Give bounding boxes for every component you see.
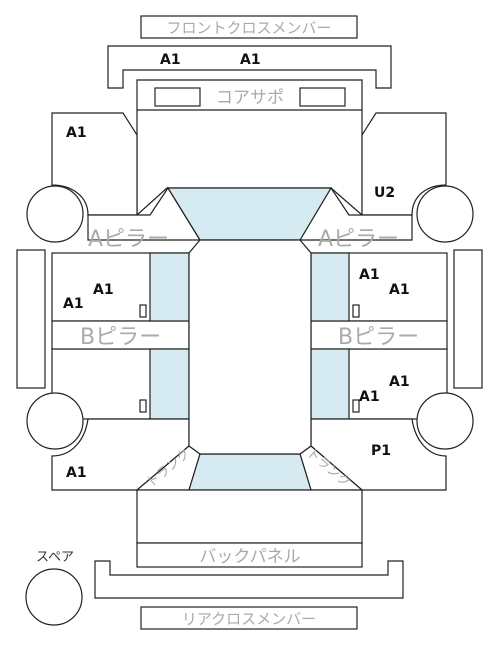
core-support-label: コアサポ: [216, 88, 284, 108]
roof[interactable]: [188, 239, 312, 455]
left-headlight[interactable]: [154, 87, 201, 107]
b-pillar-left-label: Bピラー: [80, 325, 161, 350]
right-headlight[interactable]: [299, 87, 346, 107]
spare-tire[interactable]: [25, 568, 83, 626]
front-member-code-left: A1: [160, 52, 181, 68]
rear-wheel-right[interactable]: [416, 392, 474, 450]
front-door-left-code-1: A1: [93, 282, 114, 298]
b-pillar-right[interactable]: Bピラー: [310, 320, 448, 350]
b-pillar-right-label: Bピラー: [338, 325, 419, 350]
front-fender-right-code: U2: [374, 185, 395, 201]
door-handle-front-right: [352, 304, 360, 318]
rear-window[interactable]: [188, 453, 312, 491]
front-door-right-code-2: A1: [389, 282, 410, 298]
front-window-right[interactable]: [310, 252, 350, 322]
side-sill-left[interactable]: [16, 249, 46, 389]
front-door-right-code-1: A1: [359, 267, 380, 283]
rear-fender-left-code: A1: [66, 465, 87, 481]
front-fender-left[interactable]: [51, 112, 138, 216]
front-cross-member-label: フロントクロスメンバー: [166, 19, 331, 37]
a-pillar-left-label: Aピラー: [88, 227, 169, 252]
rear-cross-member-label: リアクロスメンバー: [182, 610, 316, 628]
door-handle-rear-right: [352, 399, 360, 413]
front-window-left[interactable]: [149, 252, 190, 322]
rear-door-right-code-2: A1: [359, 389, 380, 405]
front-fender-left-code: A1: [66, 125, 87, 141]
side-sill-right[interactable]: [453, 249, 483, 389]
front-wheel-left[interactable]: [26, 185, 84, 243]
rear-window-right[interactable]: [310, 348, 350, 420]
rear-member[interactable]: [94, 560, 404, 599]
trunk-lid[interactable]: [136, 489, 363, 544]
front-member[interactable]: [107, 45, 392, 89]
rear-fender-right[interactable]: [310, 418, 447, 491]
back-panel[interactable]: バックパネル: [136, 542, 363, 568]
back-panel-label: バックパネル: [199, 547, 300, 567]
rear-cross-member-box[interactable]: リアクロスメンバー: [140, 606, 358, 630]
rear-door-right-code-1: A1: [389, 374, 410, 390]
a-pillar-left[interactable]: Aピラー: [87, 186, 202, 252]
door-handle-front-left: [139, 304, 147, 318]
b-pillar-left[interactable]: Bピラー: [51, 320, 190, 350]
front-door-left-code-2: A1: [63, 296, 84, 312]
front-member-code-right: A1: [240, 52, 261, 68]
rear-wheel-left[interactable]: [26, 392, 84, 450]
spare-label: スペア: [36, 550, 74, 565]
front-cross-member-box[interactable]: フロントクロスメンバー: [140, 15, 358, 39]
rear-window-left[interactable]: [149, 348, 190, 420]
rear-fender-right-code: P1: [371, 443, 391, 459]
front-wheel-right[interactable]: [416, 185, 474, 243]
a-pillar-right-label: Aピラー: [318, 227, 399, 252]
door-handle-rear-left: [139, 399, 147, 413]
